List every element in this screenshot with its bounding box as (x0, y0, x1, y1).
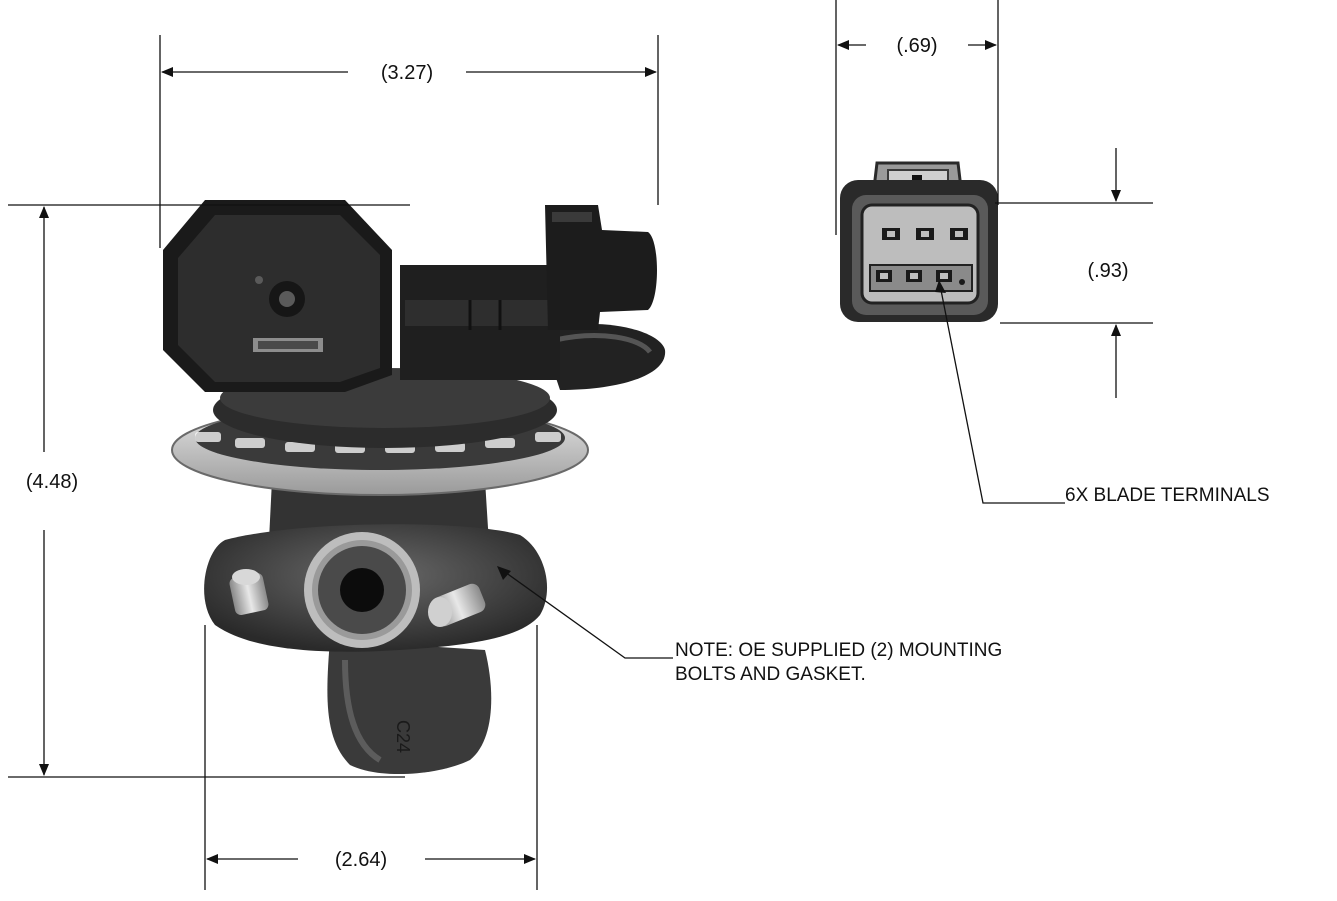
leader-arrowhead-terminals (935, 280, 946, 293)
mounting-stud-right (428, 583, 486, 627)
dim-label-height: (4.48) (26, 471, 78, 493)
leader-arrowhead-note (497, 566, 511, 580)
dim-label-width: (3.27) (381, 62, 433, 84)
note-line-1: NOTE: OE SUPPLIED (2) MOUNTING (675, 640, 1002, 661)
casting-mark: C24 (393, 720, 413, 753)
mounting-stud-left (229, 569, 269, 616)
dim-label-bolt-spacing: (2.64) (335, 849, 387, 871)
blade-terminals (869, 228, 973, 292)
note-line-2: BOLTS AND GASKET. (675, 664, 866, 685)
dim-label-connector-height: (.93) (1087, 260, 1128, 282)
dim-label-connector-width: (.69) (896, 35, 937, 57)
callout-terminals: 6X BLADE TERMINALS (1065, 485, 1270, 506)
leader-line-note (504, 571, 673, 659)
dimension-lines (8, 0, 1153, 890)
connector-end-view-image (840, 161, 998, 322)
leader-line-terminals (939, 284, 1065, 504)
egr-valve-image: C24 (163, 200, 666, 775)
